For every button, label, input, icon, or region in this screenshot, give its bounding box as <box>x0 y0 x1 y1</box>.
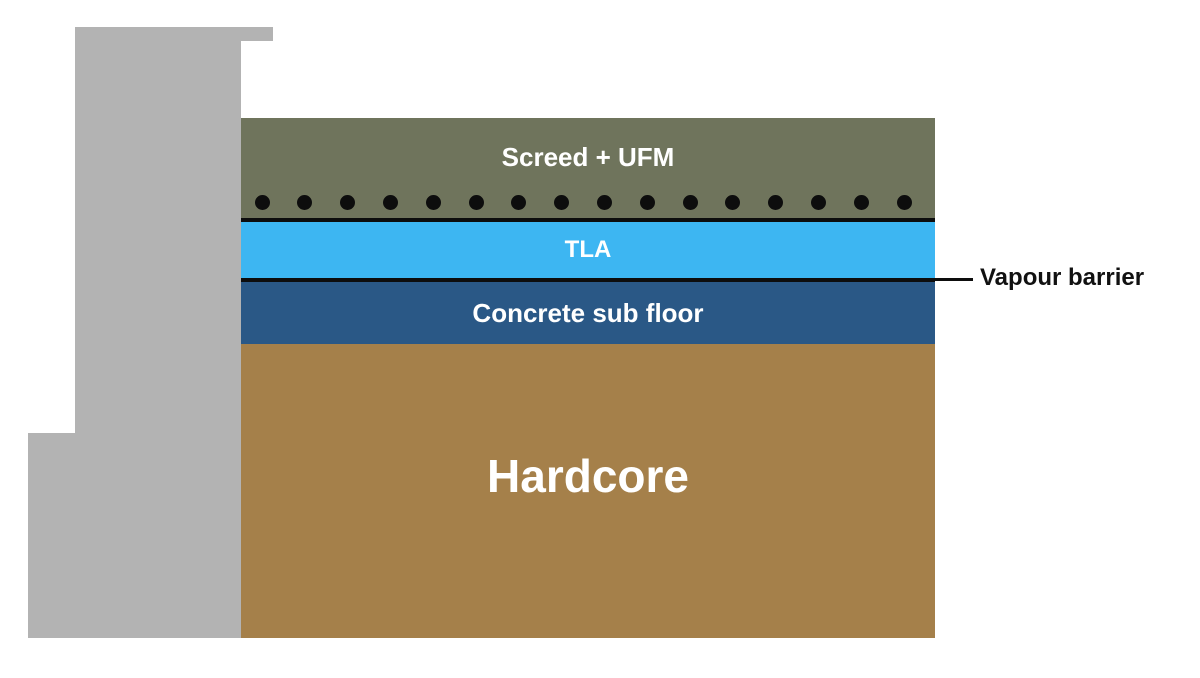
screed-label: Screed + UFM <box>501 142 675 172</box>
pipe-dot <box>254 195 270 210</box>
pipe-dot <box>596 195 612 210</box>
heating-pipes <box>241 195 935 211</box>
hardcore-layer: Hardcore <box>241 344 935 638</box>
concrete-label: Concrete sub floor <box>472 297 704 328</box>
pipe-dot <box>554 195 570 210</box>
pipe-dot <box>853 195 869 210</box>
screed-separator-line <box>241 218 935 222</box>
pipe-dot <box>340 195 356 210</box>
pipe-dot <box>682 195 698 210</box>
pipe-dot <box>511 195 527 210</box>
vapour-barrier-leader-line <box>935 278 973 281</box>
wall-stem <box>75 27 241 437</box>
concrete-layer: Concrete sub floor <box>241 282 935 344</box>
tla-layer: TLA <box>241 222 935 278</box>
screed-layer: Screed + UFM <box>241 118 935 218</box>
pipe-dot <box>768 195 784 210</box>
vapour-barrier-line <box>241 278 935 282</box>
pipe-dot <box>639 195 655 210</box>
pipe-dot <box>382 195 398 210</box>
pipe-dot <box>896 195 912 210</box>
pipe-dot <box>297 195 313 210</box>
pipe-dot <box>468 195 484 210</box>
tla-label: TLA <box>564 236 612 263</box>
pipe-dot <box>810 195 826 210</box>
pipe-dot <box>425 195 441 210</box>
vapour-barrier-label: Vapour barrier <box>980 264 1145 291</box>
pipe-dot <box>725 195 741 210</box>
hardcore-label: Hardcore <box>487 450 689 502</box>
